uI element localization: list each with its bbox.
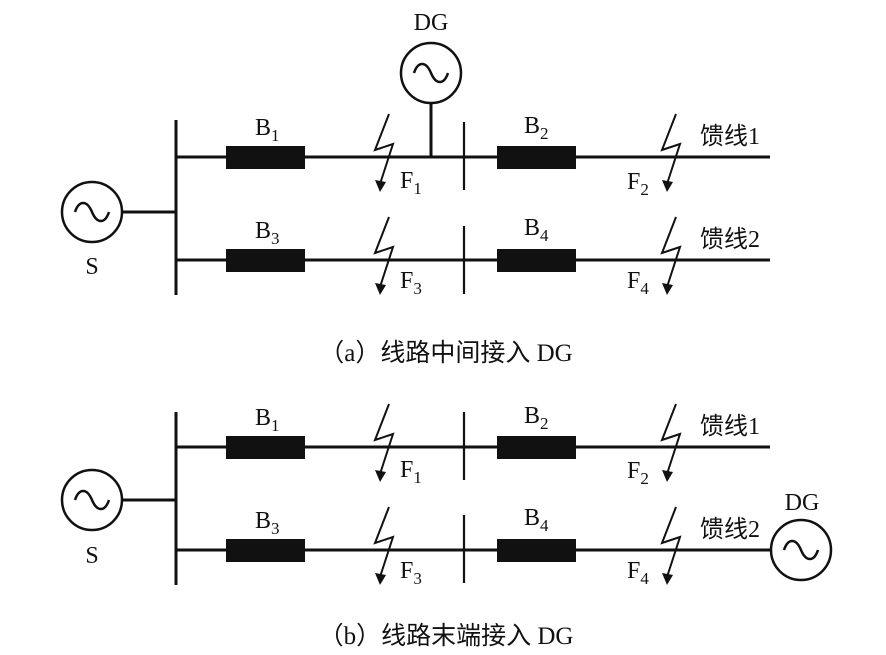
breaker-b3-label: B3 (255, 508, 280, 538)
source-s-b: S (60, 468, 176, 569)
fault-f2-icon (660, 403, 682, 482)
breaker-b2 (497, 146, 576, 169)
fault-f4-icon (660, 216, 682, 295)
breaker-b1-label: B1 (255, 115, 280, 145)
breaker-b3-label: B3 (255, 218, 280, 248)
feeder-2-label: 馈线2 (700, 226, 760, 253)
breaker-b2-label: B2 (524, 403, 549, 433)
dg-label: DG (785, 490, 820, 516)
fault-f3-icon (373, 216, 395, 295)
breaker-b3 (226, 249, 305, 272)
caption-b: （b）线路末端接入 DG (319, 622, 574, 650)
fault-f3-label: F3 (400, 558, 422, 588)
breaker-b1 (226, 436, 305, 459)
feeder-2-label: 馈线2 (700, 516, 760, 543)
fault-f3-icon (373, 506, 395, 585)
fault-f1-icon (373, 403, 395, 482)
panel-b: S DG B1 B2 B3 B4 (60, 403, 833, 650)
source-s-a: S (60, 180, 176, 280)
breaker-b2-label: B2 (524, 113, 549, 143)
breaker-b3 (226, 539, 305, 562)
caption-a: （a）线路中间接入 DG (319, 339, 572, 367)
breaker-b4-label: B4 (524, 215, 549, 245)
dg-end: DG (769, 490, 833, 582)
panel-a: S DG B1 B2 B3 B4 (60, 10, 770, 367)
fault-f4-label: F4 (627, 558, 649, 588)
breaker-b4 (497, 539, 576, 562)
fault-f4-label: F4 (627, 268, 649, 298)
breaker-b2 (497, 436, 576, 459)
fault-f1-label: F1 (400, 168, 422, 198)
fault-f2-icon (660, 113, 682, 192)
fault-f2-label: F2 (627, 458, 649, 488)
source-label: S (85, 543, 98, 569)
breaker-b4-label: B4 (524, 505, 549, 535)
feeder-1-label: 馈线1 (700, 413, 760, 440)
fault-f3-label: F3 (400, 268, 422, 298)
fault-f2-label: F2 (627, 169, 649, 199)
dg-middle: DG (399, 10, 463, 157)
fault-f1-icon (373, 113, 395, 192)
breaker-b1-label: B1 (255, 405, 280, 435)
fault-f4-icon (660, 506, 682, 585)
source-label: S (85, 254, 98, 280)
fault-f1-label: F1 (400, 457, 422, 487)
feeder-1-label: 馈线1 (700, 123, 760, 150)
dg-label: DG (414, 10, 449, 36)
breaker-b4 (497, 249, 576, 272)
breaker-b1 (226, 146, 305, 169)
